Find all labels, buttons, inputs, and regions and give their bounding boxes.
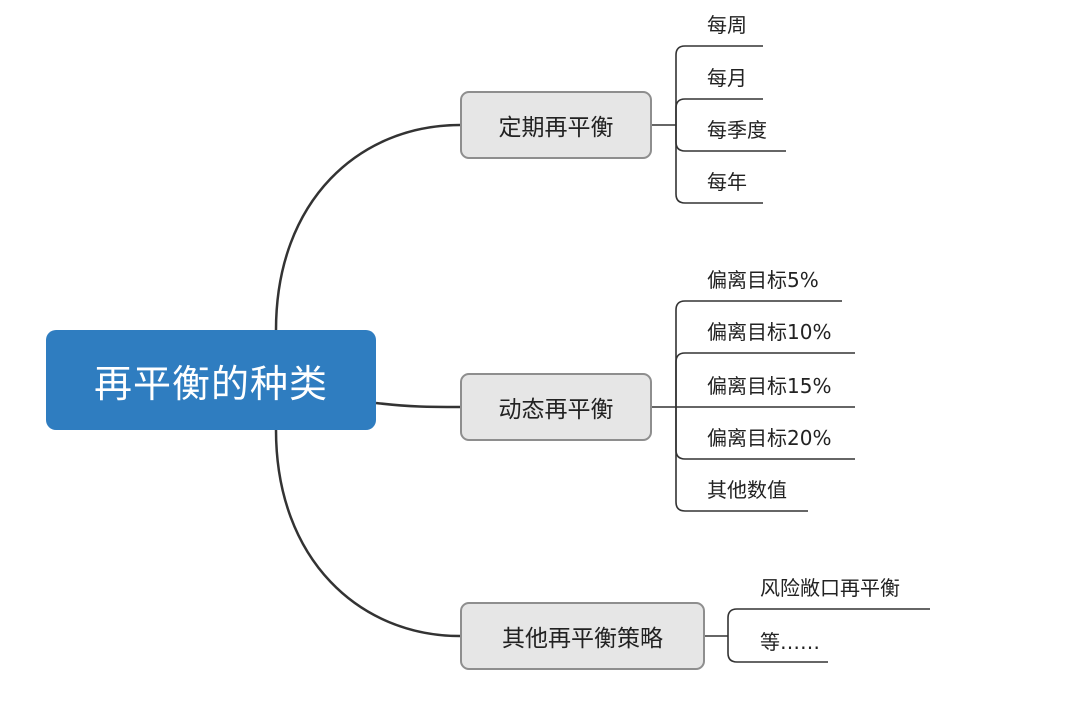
leaf-deviation-20: 偏离目标20% bbox=[707, 426, 832, 450]
branch-node-periodic: 定期再平衡 bbox=[460, 91, 652, 159]
root-node: 再平衡的种类 bbox=[46, 330, 376, 430]
leaf-weekly: 每周 bbox=[707, 13, 747, 37]
branch-node-dynamic: 动态再平衡 bbox=[460, 373, 652, 441]
leaf-yearly: 每年 bbox=[707, 170, 747, 194]
leaf-etc: 等…… bbox=[760, 630, 820, 654]
connector-root-branch-2 bbox=[375, 401, 461, 409]
branch-node-other: 其他再平衡策略 bbox=[460, 602, 705, 670]
leaf-risk-exposure: 风险敞口再平衡 bbox=[760, 576, 900, 600]
leaf-quarterly: 每季度 bbox=[707, 118, 767, 142]
leaf-deviation-5: 偏离目标5% bbox=[707, 268, 819, 292]
branch-3-leaf-connectors bbox=[705, 608, 930, 663]
leaf-deviation-15: 偏离目标15% bbox=[707, 374, 832, 398]
connector-root-branch-3 bbox=[274, 429, 461, 638]
branch-1-leaf-connectors bbox=[652, 45, 786, 204]
leaf-deviation-10: 偏离目标10% bbox=[707, 320, 832, 344]
connector-root-branch-1 bbox=[274, 123, 461, 331]
leaf-other-values: 其他数值 bbox=[707, 478, 787, 502]
leaf-monthly: 每月 bbox=[707, 66, 747, 90]
branch-2-leaf-connectors bbox=[652, 300, 855, 512]
